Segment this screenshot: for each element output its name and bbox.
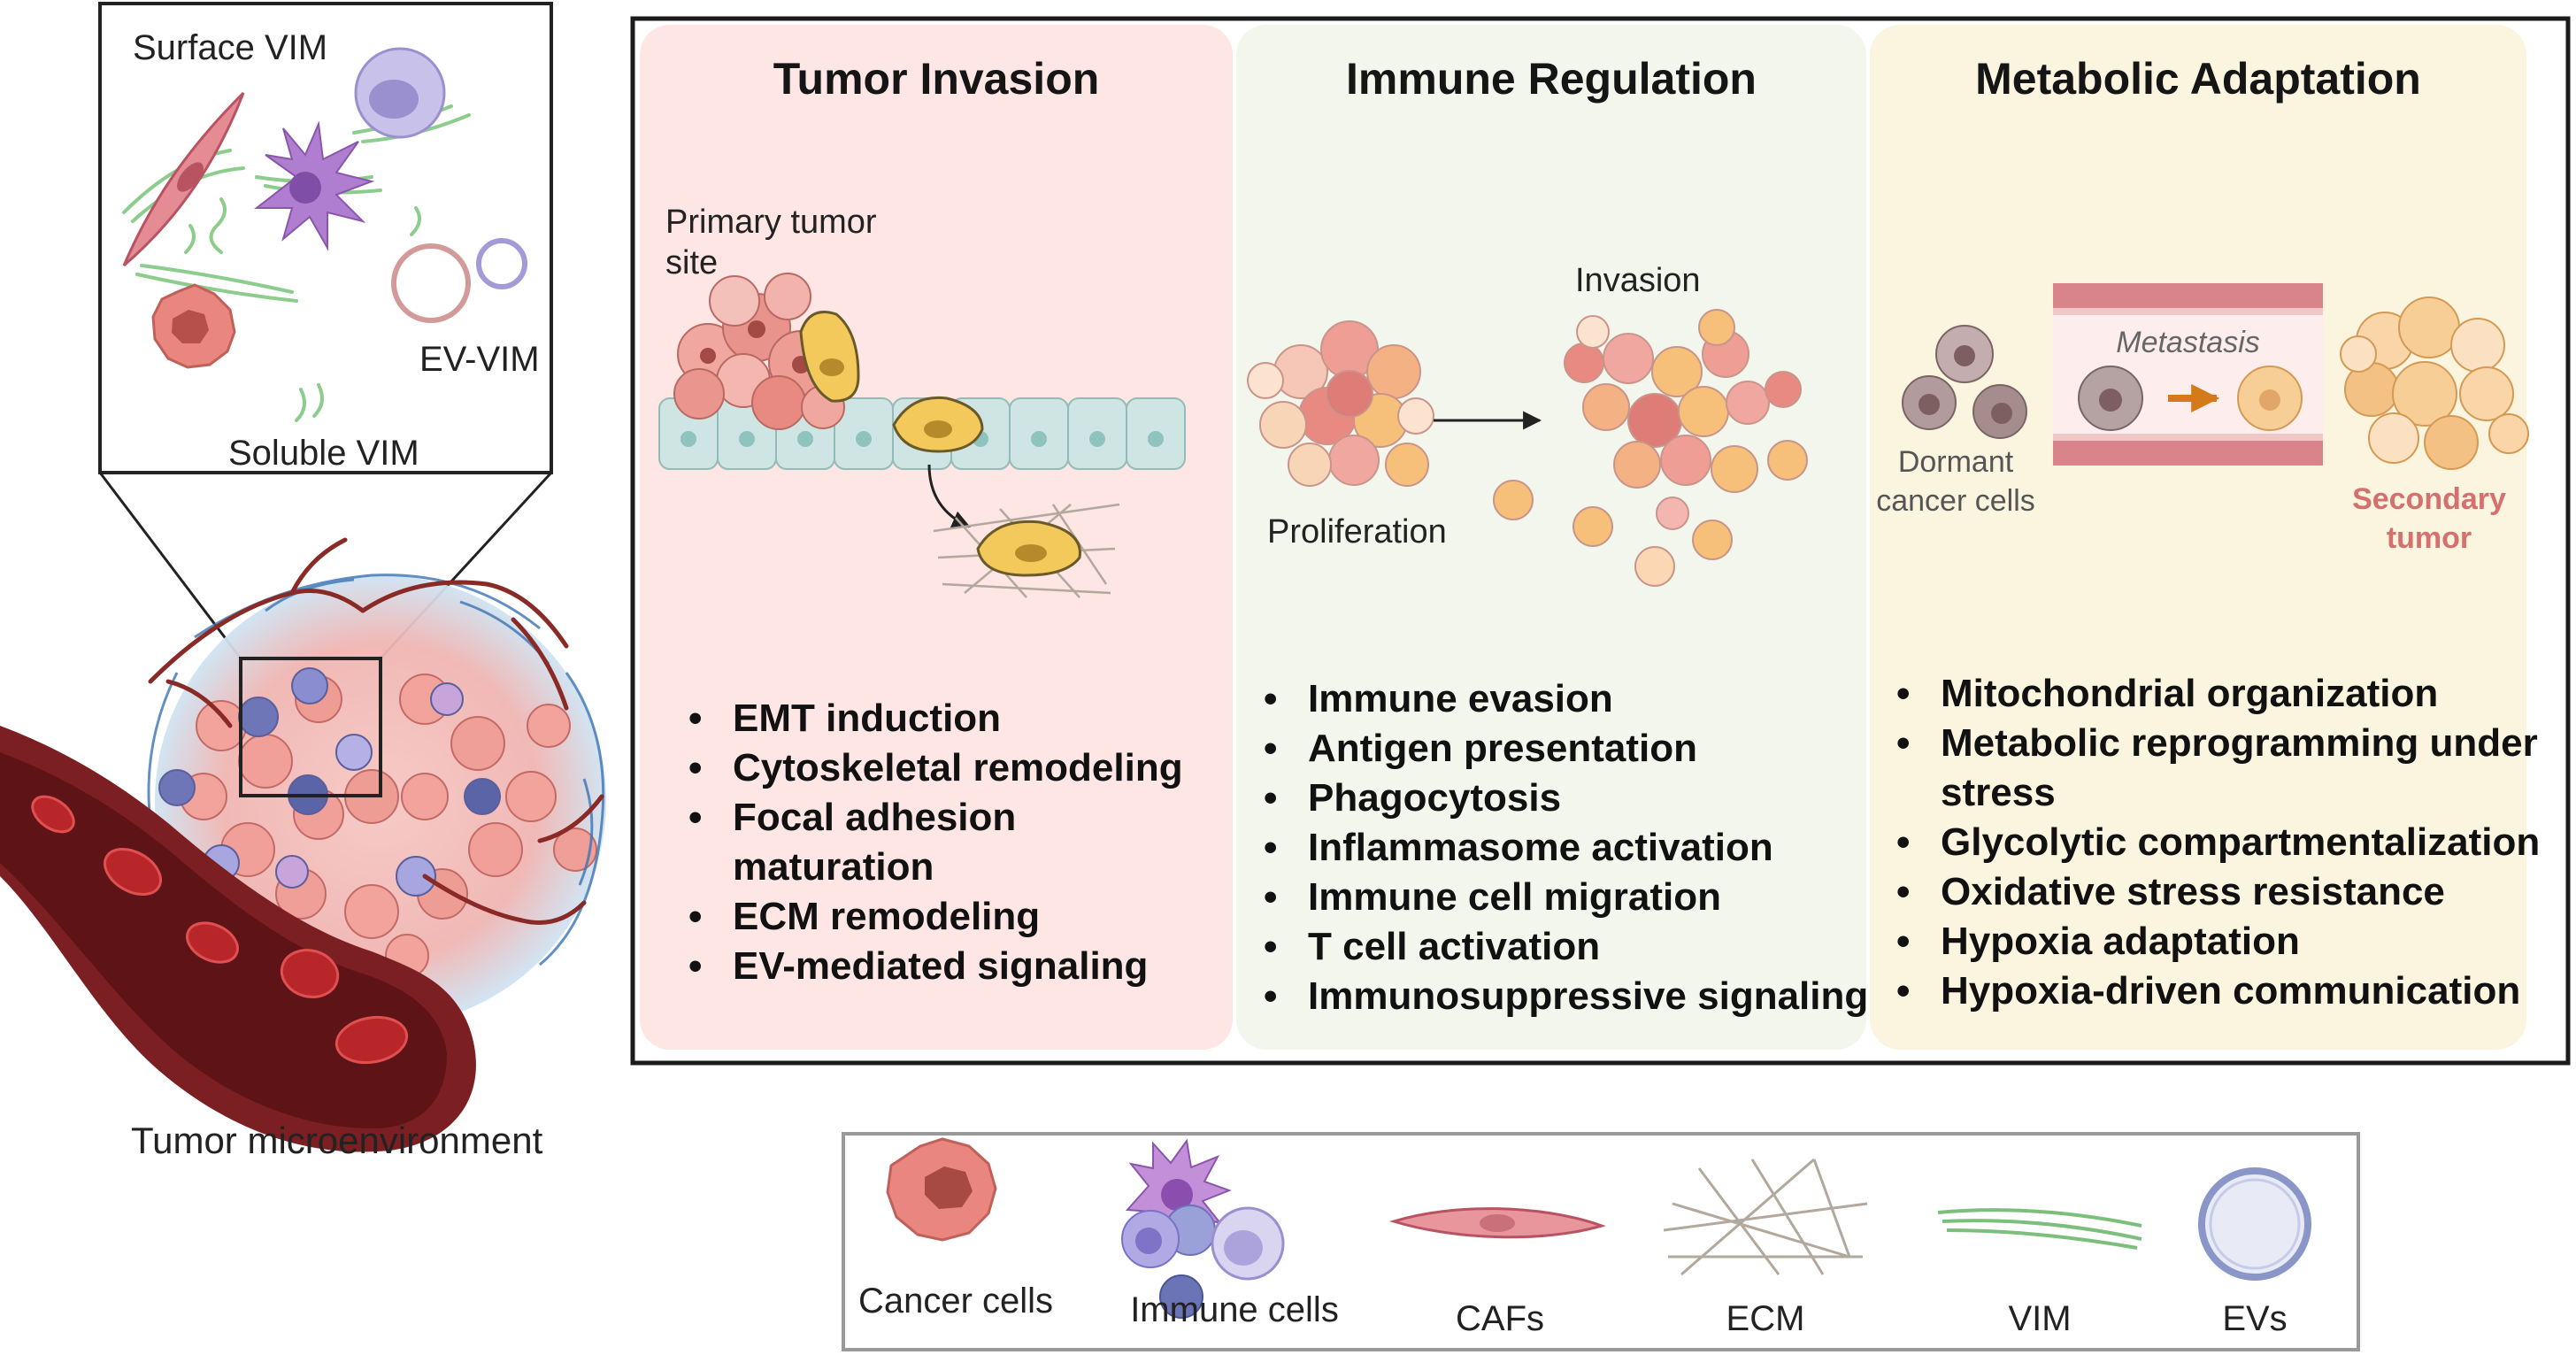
vim-icon: [1937, 1208, 2142, 1250]
cancer-cell-icon: [886, 1137, 997, 1242]
legend-label-cafs: CAFs: [1456, 1299, 1544, 1338]
invasion-label: Invasion: [1575, 262, 1701, 299]
secondary-tumor-cluster: [2340, 296, 2529, 470]
invasion-bullets: EMT induction Cytoskeletal remodeling Fo…: [681, 694, 1228, 991]
dormant-cells: [1902, 325, 2027, 439]
legend-label-immune-cells: Immune cells: [1130, 1290, 1339, 1329]
bullet-item: Focal adhesion maturation: [688, 793, 1025, 892]
tme-capillaries: [148, 537, 604, 925]
blood-vessel-icon: [0, 726, 476, 1152]
bullet-item: EV-mediated signaling: [688, 942, 1228, 991]
legend-label-ecm: ECM: [1726, 1299, 1805, 1338]
tme-label: Tumor microenvironment: [131, 1120, 543, 1161]
bullet-item: Glycolytic compartmentalization: [1896, 818, 2576, 867]
immune-cell-icon: [1121, 1138, 1285, 1319]
ev-icon: [2198, 1167, 2311, 1281]
surface-vim-label: Surface VIM: [133, 28, 328, 67]
legend-label-cancer-cells: Cancer cells: [857, 1282, 1054, 1320]
bullet-item: ECM remodeling: [688, 892, 1228, 942]
bullet-item: Oxidative stress resistance: [1896, 867, 2576, 917]
legend-label-evs: EVs: [2222, 1299, 2288, 1338]
proliferation-cluster: [1247, 320, 1434, 487]
bullet-item: Phagocytosis: [1264, 774, 1910, 823]
ev-vim-label: EV-VIM: [419, 340, 540, 379]
panel-title-metabolic: Metabolic Adaptation: [1975, 54, 2421, 104]
inset-box: [98, 2, 553, 660]
inset-cancer-cell: [151, 283, 236, 369]
soluble-vim-label: Soluble VIM: [228, 434, 419, 473]
bullet-item: Immune evasion: [1264, 674, 1910, 724]
inset-dendritic-cell: [254, 120, 375, 251]
bullet-item: Cytoskeletal remodeling: [688, 743, 1228, 793]
bullet-item: Mitochondrial organization: [1896, 669, 2576, 719]
panel-title-immune: Immune Regulation: [1346, 54, 1757, 104]
panel-title-invasion: Tumor Invasion: [773, 54, 1100, 104]
bullet-item: T cell activation: [1264, 922, 1910, 972]
caf-icon: [1388, 1207, 1606, 1239]
legend-box: [842, 1132, 2360, 1351]
metastasis-label: Metastasis: [2116, 326, 2260, 359]
bullet-item: Metabolic reprogramming under stress: [1896, 719, 2542, 818]
metabolic-bullets: Mitochondrial organization Metabolic rep…: [1889, 669, 2576, 1016]
ev-small: [476, 238, 527, 289]
proliferation-label: Proliferation: [1267, 513, 1447, 550]
secondary-tumor-label: Secondary tumor: [2352, 482, 2506, 555]
bullet-item: Antigen presentation: [1264, 724, 1910, 774]
zoom-square: [239, 657, 382, 797]
bullet-item: Immunosuppressive signaling: [1264, 972, 1910, 1021]
bullet-item: Inflammasome activation: [1264, 823, 1910, 873]
zoom-line-left: [98, 472, 242, 659]
ecm-icon: [1663, 1158, 1868, 1276]
bullet-item: EMT induction: [688, 694, 1228, 743]
invasion-cluster: [1493, 309, 1808, 587]
tumor-microenvironment: [0, 537, 606, 1152]
dormant-cells-label: Dormant cancer cells: [1876, 445, 2035, 518]
bullet-item: Hypoxia adaptation: [1896, 917, 2576, 966]
bullet-item: Immune cell migration: [1264, 873, 1910, 922]
immune-bullets: Immune evasion Antigen presentation Phag…: [1257, 674, 1910, 1021]
migrating-cells: [799, 311, 984, 453]
legend-label-vim: VIM: [2008, 1299, 2072, 1338]
bullet-item: Hypoxia-driven communication: [1896, 966, 2576, 1016]
ev-large: [391, 243, 471, 323]
red-blood-cells: [31, 795, 409, 1065]
primary-tumor-site-label: Primary tumor site: [665, 204, 877, 281]
